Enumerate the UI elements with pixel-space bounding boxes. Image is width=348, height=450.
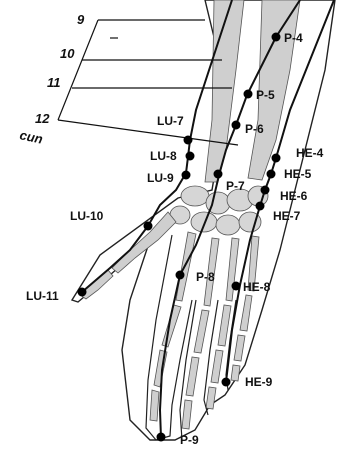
label-lu-10: LU-10	[70, 209, 104, 223]
point-he-6	[261, 186, 270, 195]
label-lu-11: LU-11	[26, 289, 59, 303]
label-he-4: HE-4	[296, 146, 324, 160]
label-p-7: P-7	[226, 179, 245, 193]
point-lu-9	[182, 171, 191, 180]
label-he-8: HE-8	[243, 280, 271, 294]
label-p-8: P-8	[196, 270, 215, 284]
scale-unit-label: cun	[18, 127, 44, 146]
label-p-6: P-6	[245, 122, 264, 136]
label-he-6: HE-6	[280, 189, 308, 203]
label-lu-9: LU-9	[147, 171, 174, 185]
point-lu-8	[186, 152, 195, 161]
point-p-4	[272, 33, 281, 42]
label-p-5: P-5	[256, 88, 275, 102]
point-lu-10	[144, 222, 153, 231]
point-lu-7	[184, 136, 193, 145]
point-p-7	[214, 170, 223, 179]
label-he-9: HE-9	[245, 375, 273, 389]
point-p-9	[157, 433, 166, 442]
point-p-6	[232, 121, 241, 130]
point-he-9	[222, 378, 231, 387]
point-he-8	[232, 282, 241, 291]
point-he-5	[267, 170, 276, 179]
scale-tick-12: 12	[35, 111, 50, 126]
label-he-7: HE-7	[273, 209, 301, 223]
scale-tick-10: 10	[60, 46, 75, 61]
point-he-4	[272, 154, 281, 163]
label-p-4: P-4	[284, 31, 303, 45]
point-he-7	[256, 202, 265, 211]
label-lu-8: LU-8	[150, 149, 177, 163]
point-p-8	[176, 271, 185, 280]
scale-tick-9: 9	[77, 12, 85, 27]
point-p-5	[244, 90, 253, 99]
scale-tick-11: 11	[47, 75, 61, 90]
label-lu-7: LU-7	[157, 114, 184, 128]
label-he-5: HE-5	[284, 167, 312, 181]
label-p-9: P-9	[180, 433, 199, 447]
point-lu-11	[78, 288, 87, 297]
